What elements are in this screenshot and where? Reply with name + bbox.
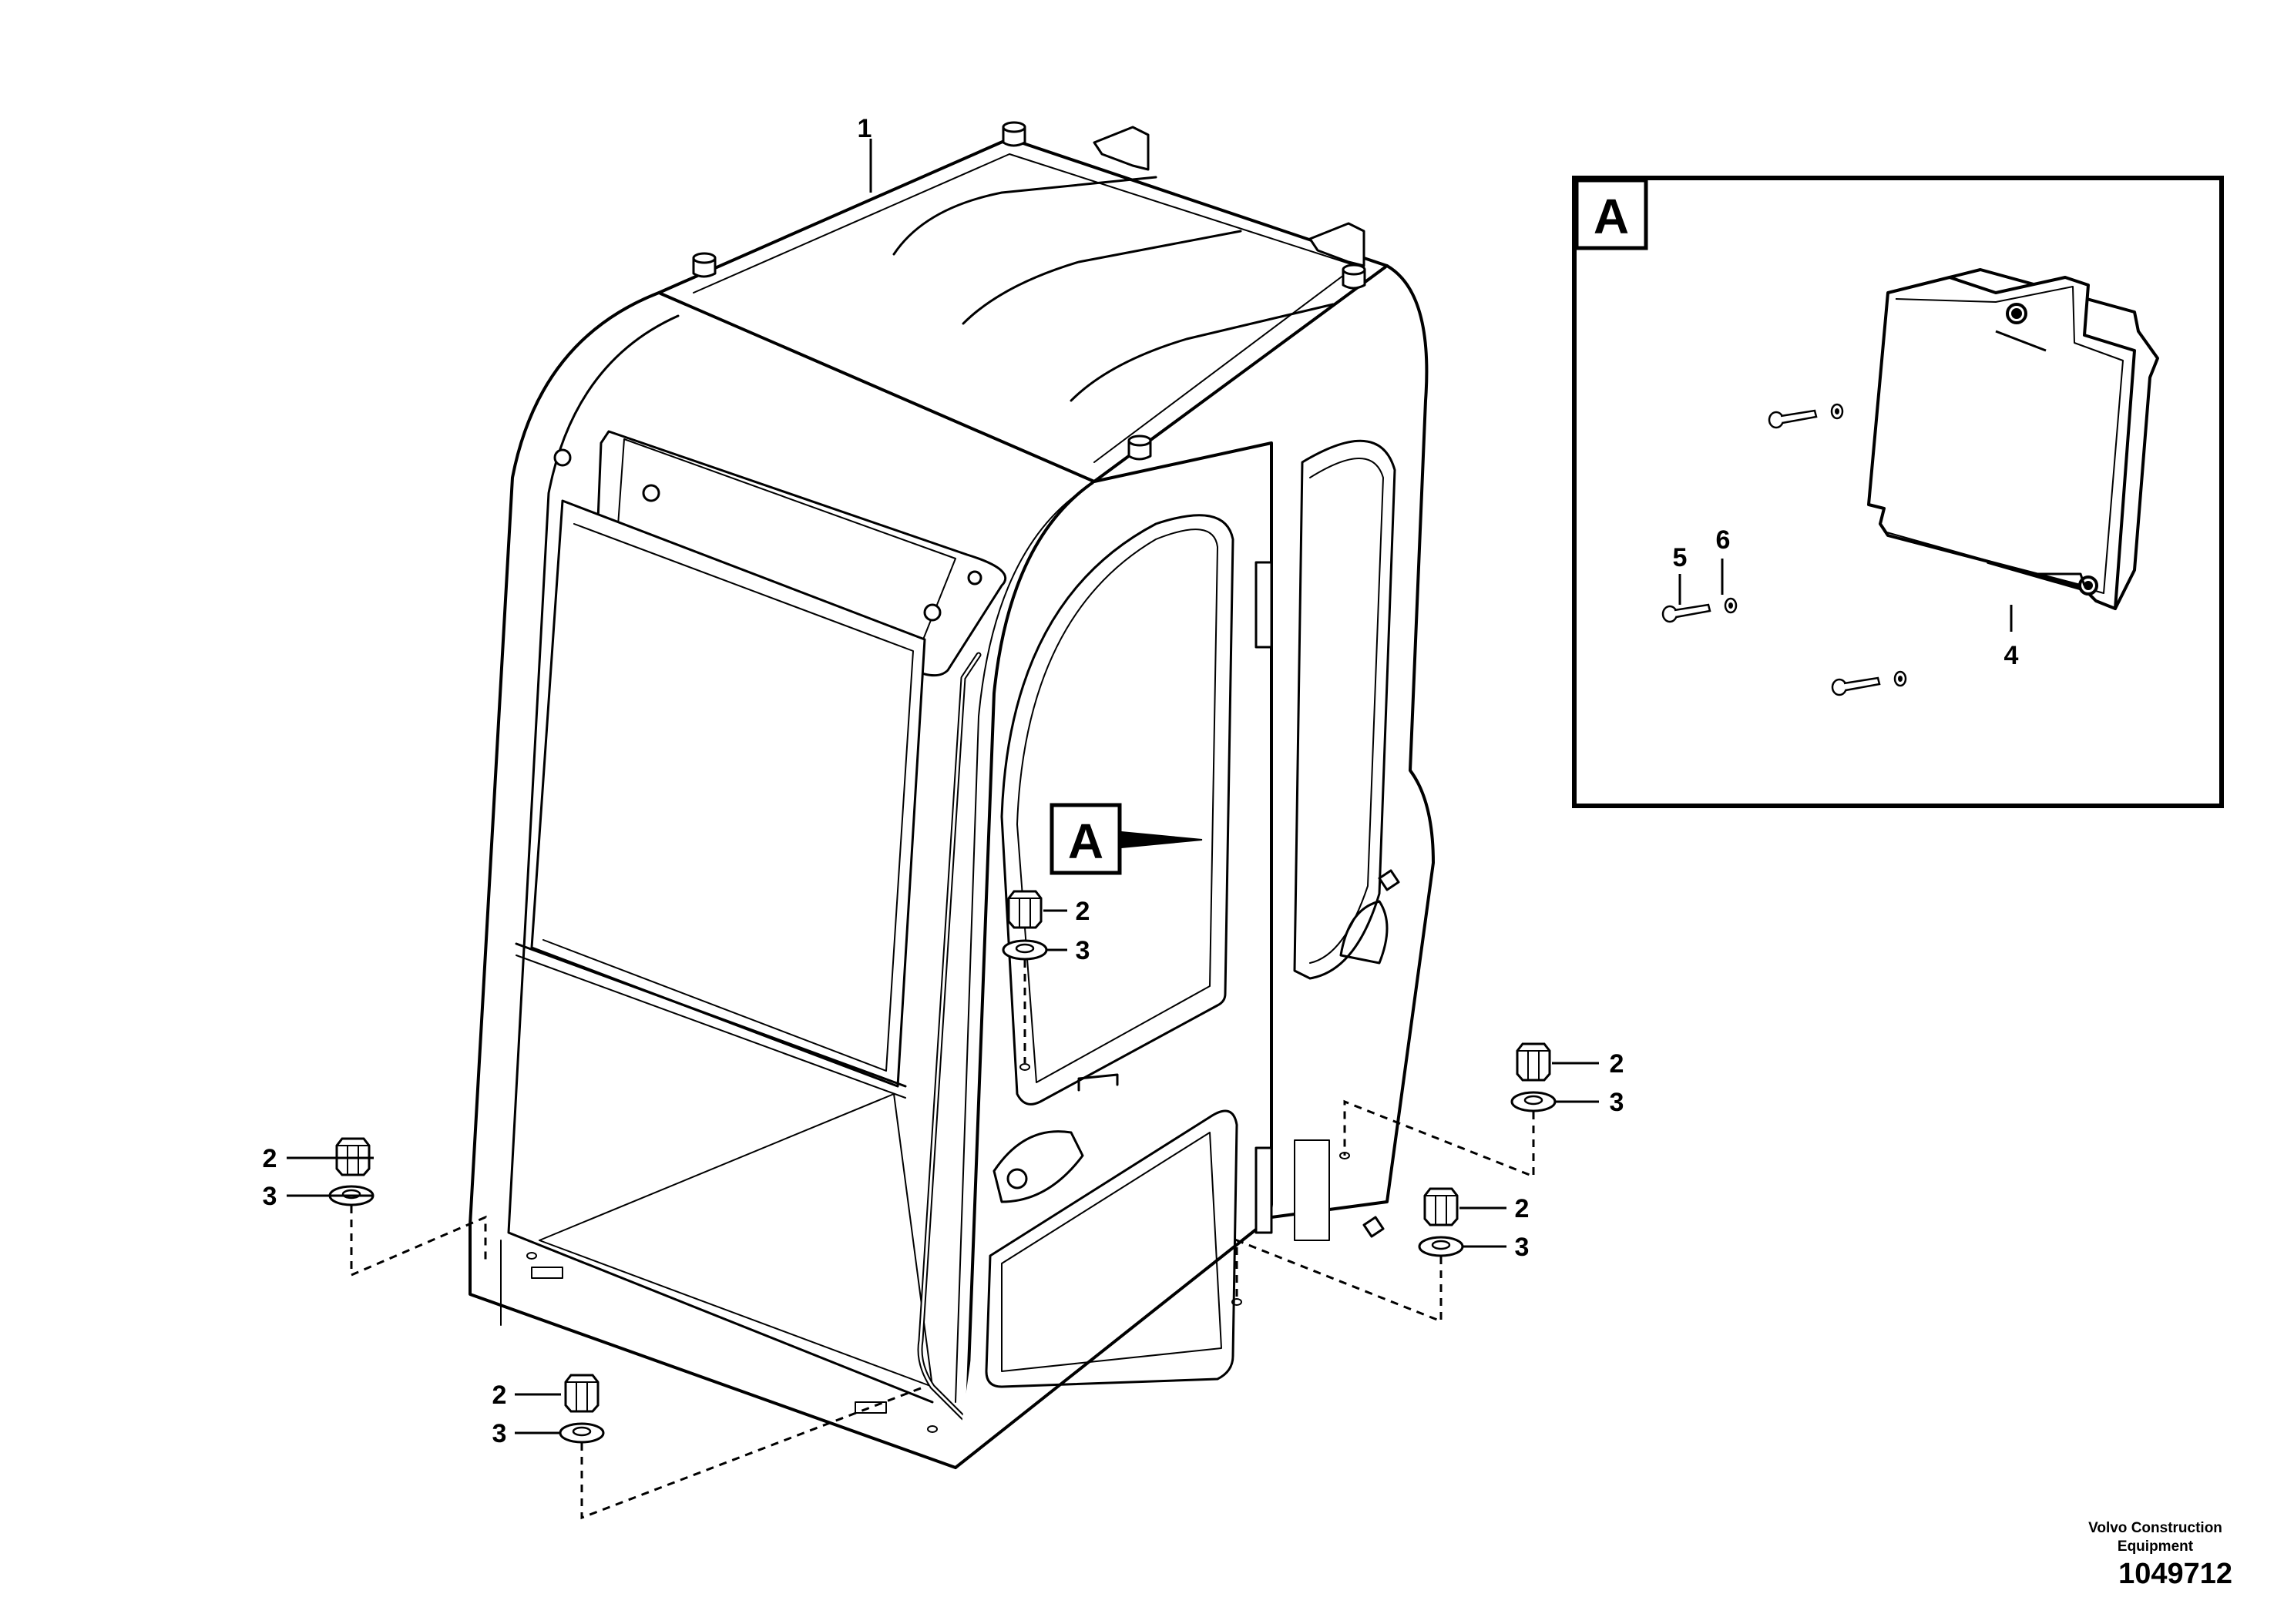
callout-3-door: 3 bbox=[1076, 936, 1090, 965]
detail-reference-letter: A bbox=[1068, 814, 1103, 869]
callout-2-bottom: 2 bbox=[492, 1381, 507, 1410]
hardware-right-lower bbox=[1235, 1187, 1506, 1324]
callout-5: 5 bbox=[1673, 543, 1688, 572]
company-credit: Volvo Construction Equipment bbox=[2088, 1520, 2222, 1555]
document-number: 1049712 bbox=[2118, 1558, 2232, 1590]
cab-drawing bbox=[469, 121, 1435, 1469]
cover-plate-drawing bbox=[1867, 268, 2159, 610]
callout-3-right-lower: 3 bbox=[1515, 1233, 1530, 1262]
callout-2-door: 2 bbox=[1076, 897, 1090, 926]
callout-2-front-left: 2 bbox=[263, 1144, 277, 1173]
callout-2-right-upper: 2 bbox=[1610, 1049, 1624, 1079]
detail-reference-a: A bbox=[1050, 803, 1203, 875]
hardware-door bbox=[1002, 890, 1067, 1063]
detail-view-a: A 5 6 4 bbox=[1572, 176, 2224, 808]
detail-view-letter: A bbox=[1594, 189, 1629, 244]
callout-4: 4 bbox=[2004, 641, 2019, 670]
hardware-bottom-front bbox=[515, 1374, 925, 1520]
callout-2-right-lower: 2 bbox=[1515, 1194, 1530, 1223]
callout-6: 6 bbox=[1716, 525, 1731, 555]
hardware-front-left bbox=[287, 1137, 487, 1277]
callout-1: 1 bbox=[858, 114, 872, 143]
callout-3-right-upper: 3 bbox=[1610, 1088, 1624, 1117]
hardware-right-upper bbox=[1343, 1042, 1599, 1179]
callout-3-bottom: 3 bbox=[492, 1419, 507, 1448]
callout-3-front-left: 3 bbox=[263, 1182, 277, 1211]
